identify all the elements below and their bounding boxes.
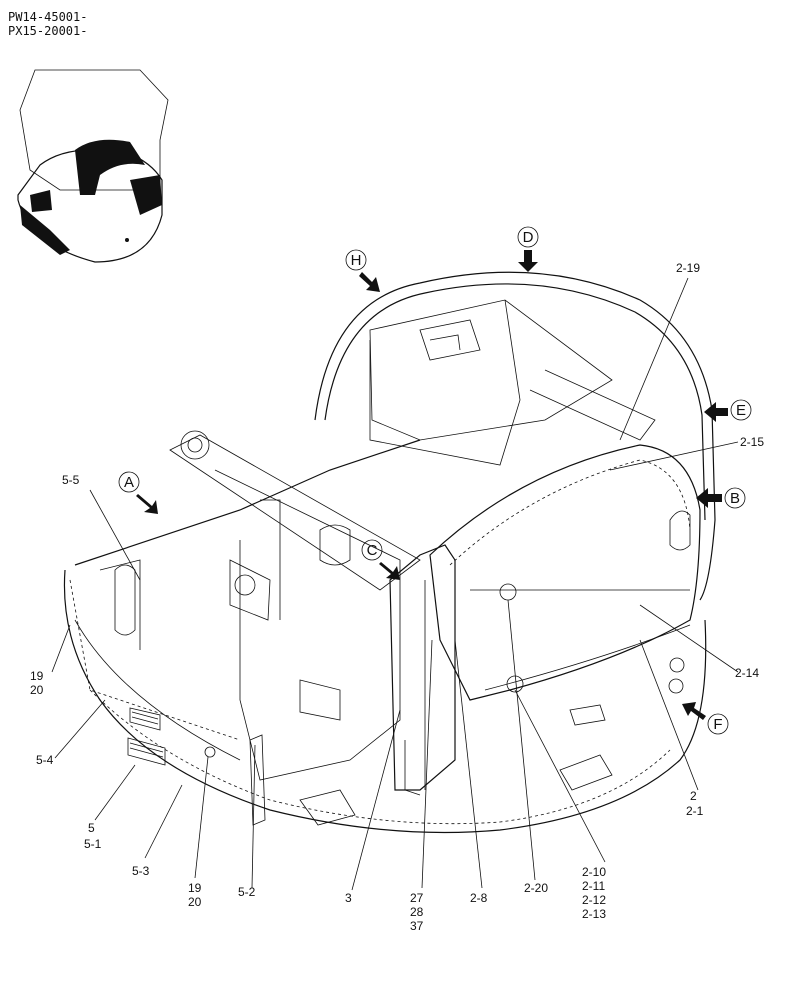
callout-2-11: 2-11 bbox=[582, 879, 605, 893]
callout-3: 3 bbox=[345, 891, 352, 905]
view-marker-c: C bbox=[361, 539, 400, 580]
front-pillar bbox=[389, 544, 456, 796]
callout-20-left: 20 bbox=[30, 683, 44, 697]
callout-28: 28 bbox=[410, 905, 424, 919]
callout-20-bottom: 20 bbox=[188, 895, 202, 909]
svg-text:H: H bbox=[351, 252, 362, 269]
callout-2-20: 2-20 bbox=[524, 881, 548, 895]
callout-27: 27 bbox=[410, 891, 424, 905]
callout-5-1: 5-1 bbox=[84, 837, 102, 851]
callout-5-3: 5-3 bbox=[132, 864, 150, 878]
svg-text:D: D bbox=[523, 229, 534, 246]
view-marker-e: E bbox=[704, 399, 752, 422]
view-marker-h: H bbox=[345, 249, 380, 292]
view-marker-d: D bbox=[517, 226, 539, 272]
side-cover bbox=[429, 444, 701, 701]
svg-text:B: B bbox=[730, 490, 740, 507]
leader-lines bbox=[51, 277, 739, 891]
svg-text:E: E bbox=[736, 402, 746, 419]
callout-2-12: 2-12 bbox=[582, 893, 606, 907]
callout-2-13: 2-13 bbox=[582, 907, 606, 921]
callout-2-14: 2-14 bbox=[735, 666, 759, 680]
view-marker-a: A bbox=[118, 471, 158, 514]
callout-2-19: 2-19 bbox=[676, 261, 700, 275]
callout-19-bottom: 19 bbox=[188, 881, 202, 895]
view-marker-f: F bbox=[682, 702, 729, 735]
upper-structure-base bbox=[63, 430, 707, 834]
callout-2-10: 2-10 bbox=[582, 865, 606, 879]
callout-2-15: 2-15 bbox=[740, 435, 764, 449]
canopy-frame bbox=[314, 271, 716, 601]
view-marker-b: B bbox=[696, 487, 746, 509]
svg-text:C: C bbox=[367, 542, 378, 559]
rear-counterweight bbox=[69, 559, 266, 826]
callout-19-left: 19 bbox=[30, 669, 44, 683]
callout-37: 37 bbox=[410, 919, 424, 933]
callout-5-5: 5-5 bbox=[62, 473, 80, 487]
svg-text:F: F bbox=[713, 716, 722, 733]
serial-range-2: PX15-20001- bbox=[8, 24, 88, 38]
callout-5-2: 5-2 bbox=[238, 885, 256, 899]
machine-thumbnail bbox=[17, 69, 169, 263]
callout-5-4: 5-4 bbox=[36, 753, 54, 767]
callout-2-1: 2-1 bbox=[686, 804, 704, 818]
callout-5: 5 bbox=[88, 821, 95, 835]
model-serial-header: PW14-45001- PX15-20001- bbox=[8, 10, 87, 38]
callout-2: 2 bbox=[690, 789, 697, 803]
svg-text:A: A bbox=[124, 474, 134, 491]
callout-2-8: 2-8 bbox=[470, 891, 488, 905]
serial-range-1: PW14-45001- bbox=[8, 10, 88, 24]
